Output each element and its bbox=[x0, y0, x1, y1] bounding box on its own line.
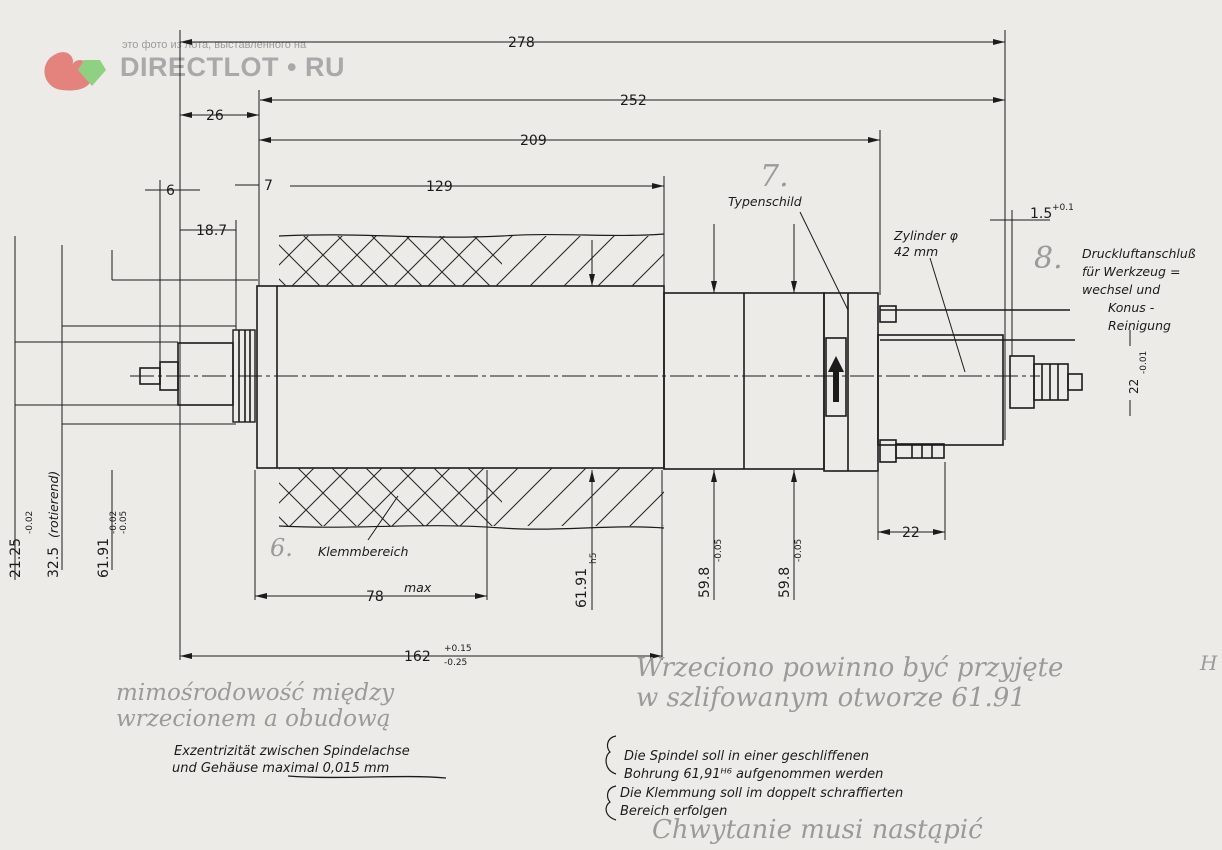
rear-cylinder bbox=[877, 334, 1004, 446]
squirrel-logo-icon bbox=[44, 52, 106, 91]
dim-housing-fit-class: h5 bbox=[589, 553, 599, 564]
note-clamp-line2: Bereich erfolgen bbox=[620, 804, 727, 819]
note-bracket-1 bbox=[605, 735, 617, 775]
label-cylinder-line1: Zylinder φ bbox=[893, 228, 959, 243]
note-spindle-line1: Die Spindel soll in einer geschliffenen bbox=[624, 749, 869, 764]
hand-clamp-line1: Chwytanie musi nastąpić bbox=[652, 815, 983, 845]
label-cylinder-line2: 42 mm bbox=[894, 244, 938, 259]
handwritten-notes: mimośrodowość między wrzecionem a obudow… bbox=[116, 651, 1218, 845]
dim-flange-gap: 7 bbox=[264, 178, 273, 194]
label-air-line4: Konus - bbox=[1108, 300, 1155, 315]
dim-rear-plug-tol: -0.01 bbox=[1139, 351, 1149, 374]
dim-housing-front-tol-a: -0.02 bbox=[109, 511, 119, 534]
dim-rotating-note: (rotierend) bbox=[46, 471, 61, 538]
note-eccentricity-line2: und Gehäuse maximal 0,015 mm bbox=[172, 761, 389, 776]
label-clamp-area: Klemmbereich bbox=[318, 544, 409, 559]
label-air-line5: Reinigung bbox=[1108, 318, 1171, 333]
part-labels: Klemmbereich Typenschild Zylinder φ 42 m… bbox=[318, 194, 1196, 559]
typed-notes: Exzentrizität zwischen Spindelachse und … bbox=[172, 735, 903, 821]
dim-housing-length: 209 bbox=[520, 133, 547, 149]
dim-spindle-tol-lower: -0.25 bbox=[444, 658, 467, 668]
watermark-caption: это фото из лота, выставленного на bbox=[122, 39, 307, 51]
dim-nose-offset: 6 bbox=[166, 183, 175, 199]
watermark-brand: DIRECTLOT • RU bbox=[120, 52, 345, 82]
dim-rear-gap: 1.5 bbox=[1030, 206, 1052, 222]
watermark: это фото из лота, выставленного на DIREC… bbox=[44, 39, 345, 91]
dimension-texts: 278 252 209 26 6 7 129 18.7 78 max 162 +… bbox=[8, 35, 1149, 668]
hand-eccentricity-line2: wrzecionem a obudową bbox=[116, 706, 390, 732]
dim-rear-connector-length: 22 bbox=[902, 525, 920, 541]
lower-fitting bbox=[895, 443, 945, 459]
dim-rear-diameter-2: 59.8 bbox=[777, 567, 793, 598]
callout-7: 7. bbox=[760, 159, 789, 194]
dim-clamp-sleeve-length: 129 bbox=[426, 179, 453, 195]
dimension-lines bbox=[14, 30, 1131, 779]
arrowheads bbox=[180, 39, 1005, 659]
dim-body-length: 252 bbox=[620, 93, 647, 109]
note-eccentricity-line2-b: maximal 0,015 mm bbox=[262, 761, 389, 776]
note-eccentricity-line2-a: und Gehäuse bbox=[172, 761, 262, 776]
dim-front-offset: 26 bbox=[206, 108, 224, 124]
hand-spindle-line1: Wrzeciono powinno być przyjęte bbox=[636, 653, 1063, 683]
callout-numbers: 6. 7. 8. bbox=[270, 159, 1063, 562]
dim-nose-diameter: 21.25 bbox=[8, 538, 24, 578]
note-eccentricity-line1: Exzentrizität zwischen Spindelachse bbox=[174, 744, 410, 759]
clamp-zone-hatching bbox=[278, 233, 665, 530]
dim-clamp-zone-length: 78 bbox=[366, 589, 384, 605]
dim-overall-length: 278 bbox=[508, 35, 535, 51]
air-connector bbox=[1009, 355, 1035, 409]
dim-rear-diameter-2-tol: -0.05 bbox=[794, 539, 804, 562]
hand-spindle-line2: w szlifowanym otworze 61.91 bbox=[636, 683, 1026, 713]
front-cylinder bbox=[177, 342, 234, 406]
callout-8: 8. bbox=[1034, 241, 1063, 276]
hand-spindle-fit: H bbox=[1199, 651, 1218, 675]
dim-housing-front-tol-b: -0.05 bbox=[119, 511, 129, 534]
label-air-line2: für Werkzeug = bbox=[1082, 264, 1180, 279]
dim-nose-diameter-tol: -0.02 bbox=[25, 511, 35, 534]
dim-collar-length: 18.7 bbox=[196, 223, 227, 239]
dim-rotating-diameter: 32.5 bbox=[46, 547, 62, 578]
hand-eccentricity-line1: mimośrodowość między bbox=[116, 680, 395, 706]
label-air-line1: Druckluftanschluß bbox=[1082, 246, 1196, 261]
dim-rear-diameter-1-tol: -0.05 bbox=[714, 539, 724, 562]
dim-housing-front-diameter: 61.91 bbox=[96, 538, 112, 578]
dim-spindle-length: 162 bbox=[404, 649, 431, 665]
dim-housing-fit-diameter: 61.91 bbox=[574, 568, 590, 608]
type-plate-block bbox=[823, 292, 879, 472]
dim-rear-diameter-1: 59.8 bbox=[697, 567, 713, 598]
housing-body bbox=[256, 285, 665, 469]
dim-spindle-tol-upper: +0.15 bbox=[444, 644, 472, 654]
dim-rear-gap-tol: +0.1 bbox=[1052, 203, 1074, 213]
dim-rear-plug-diameter: 22 bbox=[1127, 379, 1141, 394]
label-air-line3: wechsel und bbox=[1082, 282, 1160, 297]
note-bracket-2 bbox=[605, 785, 617, 821]
label-type-plate: Typenschild bbox=[728, 194, 802, 209]
dim-clamp-zone-limit: max bbox=[404, 580, 432, 595]
flange-ring bbox=[232, 329, 256, 423]
callout-6: 6. bbox=[270, 534, 293, 562]
note-clamp-line1: Die Klemmung soll im doppelt schraffiert… bbox=[620, 786, 903, 801]
spindle-outline bbox=[130, 285, 1083, 472]
note-spindle-line2: Bohrung 61,91ᴴ⁶ aufgenommen werden bbox=[624, 767, 883, 782]
flow-arrow-icon bbox=[828, 356, 844, 402]
